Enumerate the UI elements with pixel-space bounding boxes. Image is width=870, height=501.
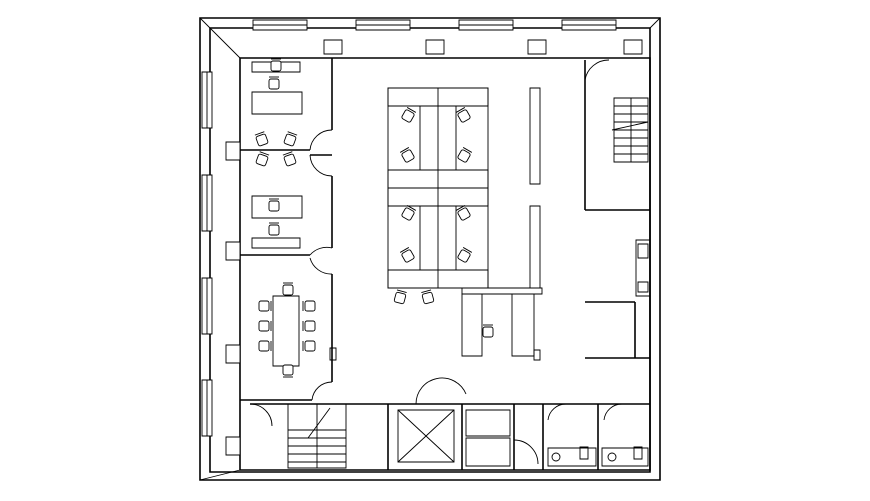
chair [259, 301, 271, 311]
restroom-a [548, 404, 596, 466]
chair [284, 132, 298, 147]
private-office-north [240, 58, 332, 176]
chair [255, 132, 269, 147]
partition-panels [462, 88, 542, 360]
chairs [255, 59, 493, 377]
conference-room [240, 274, 336, 400]
stair-southwest [250, 404, 346, 468]
west-windows [202, 72, 212, 436]
private-office-south [240, 176, 332, 274]
stair-northeast [585, 60, 650, 210]
storage [466, 410, 538, 466]
chair [269, 223, 279, 235]
chair [303, 341, 315, 351]
chair [303, 301, 315, 311]
chair [256, 152, 270, 167]
chair [283, 283, 293, 295]
restroom-b [602, 404, 648, 466]
elevator [398, 410, 454, 462]
chair [303, 321, 315, 331]
chair [394, 290, 407, 304]
chair [457, 247, 472, 262]
chair [259, 341, 271, 351]
structural-columns [226, 40, 642, 455]
chair [456, 205, 471, 220]
chair [401, 205, 416, 220]
chair [456, 107, 471, 122]
chair [259, 321, 271, 331]
chair [271, 59, 281, 71]
chair [269, 199, 279, 211]
chair [421, 290, 434, 304]
north-windows [253, 20, 616, 30]
workstation-cluster [388, 88, 488, 288]
chair [283, 365, 293, 377]
chair [283, 152, 297, 167]
pantry [585, 240, 650, 358]
chair [483, 325, 493, 337]
service-core [250, 378, 650, 470]
chair [401, 107, 416, 122]
chair [400, 247, 415, 262]
chair [400, 147, 415, 162]
chair [457, 147, 472, 162]
chair [269, 77, 279, 89]
